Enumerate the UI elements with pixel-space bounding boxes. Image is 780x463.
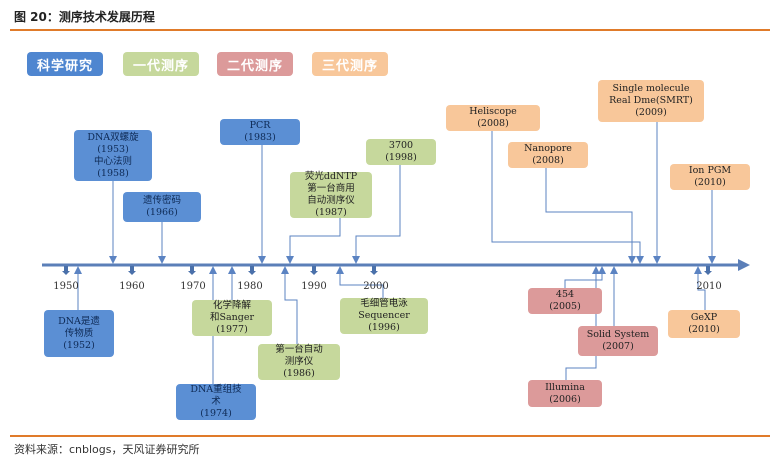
figure-caption: 图 20：测序技术发展历程 bbox=[14, 10, 155, 24]
bottom-rule bbox=[10, 435, 770, 437]
event-line: (1966) bbox=[146, 207, 178, 218]
event-line: (2005) bbox=[549, 301, 581, 312]
event-line: Ion PGM bbox=[688, 165, 732, 176]
event-line: Single molecule bbox=[612, 83, 690, 94]
event-line: (1998) bbox=[385, 152, 417, 163]
event-line: 传物质 bbox=[64, 327, 94, 339]
event-line: GeXP bbox=[690, 312, 718, 323]
event-line: (1983) bbox=[244, 132, 276, 143]
event-line: (1977) bbox=[216, 324, 248, 335]
event-first-auto-sequencer: 第一台自动 测序仪 (1986) bbox=[258, 344, 340, 380]
event-ion-pgm: Ion PGM (2010) bbox=[670, 164, 750, 190]
event-line: DNA重组技 bbox=[190, 384, 242, 395]
event-line: Illumina bbox=[545, 381, 585, 393]
event-line: Heliscope bbox=[469, 106, 517, 117]
event-line: (1952) bbox=[63, 339, 95, 351]
event-line: Solid System bbox=[586, 329, 650, 340]
event-nanopore: Nanopore (2008) bbox=[508, 142, 588, 168]
event-line: (2008) bbox=[477, 118, 509, 129]
year-label-2000: 2000 bbox=[363, 281, 389, 292]
legend-third-gen: 三代测序 bbox=[312, 52, 388, 76]
event-line: 3700 bbox=[388, 140, 414, 151]
event-line: 454 bbox=[555, 289, 575, 300]
event-line: (2010) bbox=[688, 324, 720, 335]
top-rule bbox=[10, 29, 770, 31]
event-line: (1986) bbox=[283, 368, 315, 379]
event-dna-double-helix: DNA双螺旋 (1953) 中心法则 (1958) bbox=[74, 130, 152, 181]
event-line: 荧光ddNTP bbox=[304, 171, 358, 182]
event-line: (1996) bbox=[368, 322, 400, 333]
event-illumina: Illumina (2006) bbox=[528, 380, 602, 407]
year-label-1960: 1960 bbox=[119, 281, 145, 292]
event-line: 化学降解 bbox=[212, 300, 251, 311]
year-label-1990: 1990 bbox=[301, 281, 327, 292]
event-solid-system: Solid System (2007) bbox=[578, 326, 658, 356]
event-line: (1953) bbox=[97, 143, 129, 155]
legend-first-gen: 一代测序 bbox=[123, 52, 199, 76]
event-line: 第一台自动 bbox=[275, 344, 323, 355]
event-line: (2010) bbox=[694, 177, 726, 188]
event-454: 454 (2005) bbox=[528, 288, 602, 314]
event-genetic-code: 遗传密码 (1966) bbox=[123, 192, 201, 222]
timeline-axis-arrowhead bbox=[738, 259, 750, 271]
year-label-1950: 1950 bbox=[53, 281, 79, 292]
event-line: (2009) bbox=[635, 107, 667, 118]
event-line: PCR bbox=[249, 120, 271, 131]
event-line: 术 bbox=[211, 396, 221, 407]
event-dna-genetic-material: DNA是遗 传物质 (1952) bbox=[44, 310, 114, 357]
event-line: DNA是遗 bbox=[58, 315, 100, 327]
event-line: 中心法则 bbox=[93, 155, 132, 167]
event-line: 毛细管电泳 bbox=[360, 298, 408, 309]
event-pcr: PCR (1983) bbox=[220, 119, 300, 145]
event-line: 和Sanger bbox=[209, 312, 255, 323]
year-label-1970: 1970 bbox=[180, 281, 206, 292]
event-line: Sequencer bbox=[358, 310, 410, 321]
year-markers bbox=[62, 266, 712, 275]
event-line: 第一台商用 bbox=[307, 183, 355, 194]
event-line: DNA双螺旋 bbox=[87, 131, 139, 143]
event-heliscope: Heliscope (2008) bbox=[446, 105, 540, 131]
event-gexp: GeXP (2010) bbox=[668, 310, 740, 338]
event-dna-recombination: DNA重组技 术 (1974) bbox=[176, 384, 256, 420]
event-line: (1974) bbox=[200, 408, 232, 419]
source-note: 资料来源：cnblogs，天风证券研究所 bbox=[14, 443, 200, 456]
event-line: (1958) bbox=[97, 167, 129, 179]
event-line: (2008) bbox=[532, 155, 564, 166]
event-3700: 3700 (1998) bbox=[366, 139, 436, 165]
event-line: (2006) bbox=[549, 393, 581, 405]
event-chemical-degradation: 化学降解 和Sanger (1977) bbox=[192, 300, 272, 336]
legend-second-gen: 二代测序 bbox=[217, 52, 293, 76]
event-line: 自动测序仪 bbox=[307, 195, 355, 206]
event-line: Nanopore bbox=[524, 143, 572, 154]
event-line: 测序仪 bbox=[284, 356, 314, 367]
event-capillary: 毛细管电泳 Sequencer (1996) bbox=[340, 298, 428, 334]
event-line: Real Dme(SMRT) bbox=[609, 95, 693, 106]
event-line: (1987) bbox=[315, 207, 347, 218]
event-single-molecule-smrt: Single molecule Real Dme(SMRT) (2009) bbox=[598, 80, 704, 122]
legend-science-research: 科学研究 bbox=[27, 52, 103, 76]
event-fluorescent-ddntp: 荧光ddNTP 第一台商用 自动测序仪 (1987) bbox=[290, 171, 372, 218]
event-line: (2007) bbox=[602, 341, 634, 352]
year-label-1980: 1980 bbox=[237, 281, 263, 292]
event-line: 遗传密码 bbox=[142, 195, 181, 206]
year-label-2010: 2010 bbox=[696, 281, 722, 292]
